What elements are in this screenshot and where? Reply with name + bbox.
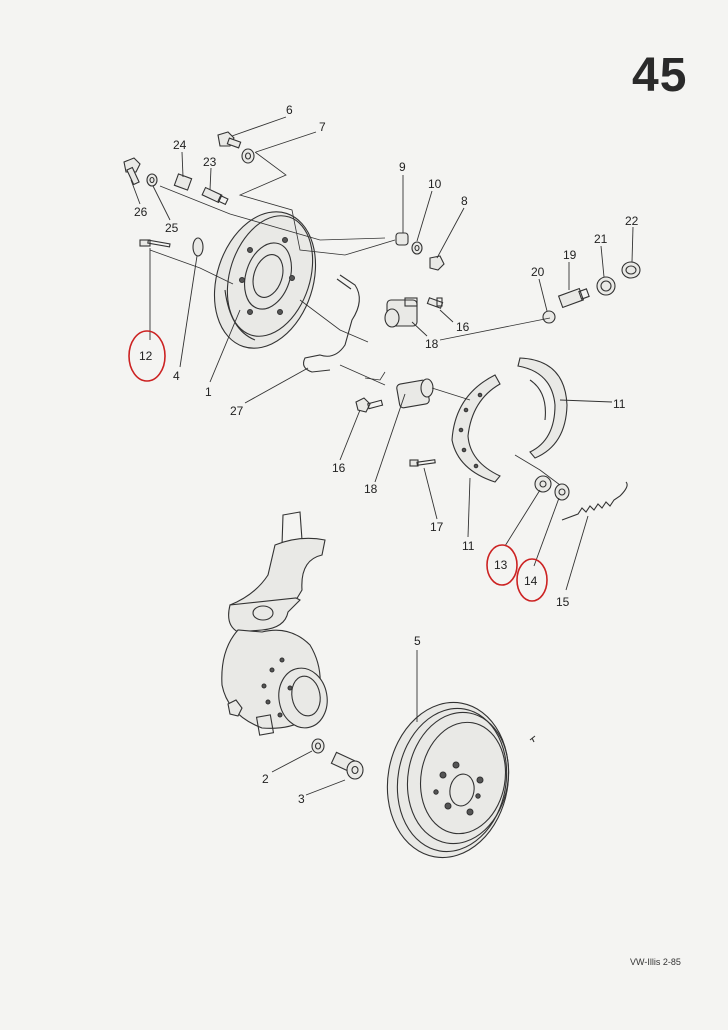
backing-plate (213, 211, 317, 349)
highlight-ring-13 (486, 544, 518, 586)
callout-16-lower: 16 (332, 461, 346, 475)
brake-drum-5 (386, 701, 510, 859)
wheel-cylinder-18-upper (384, 297, 418, 328)
callout-6: 6 (286, 103, 293, 117)
bleeder-23 (201, 186, 229, 206)
callout-13: 13 (494, 558, 508, 572)
boot-21 (596, 276, 616, 296)
stray-mark (529, 735, 536, 743)
callout-15: 15 (556, 595, 570, 609)
bleeder-16-upper (426, 297, 444, 309)
brake-shoe-11-rear (517, 357, 568, 459)
callout-11-lower: 11 (462, 539, 475, 553)
spring-cup-13 (534, 475, 552, 493)
pin-12 (139, 239, 171, 248)
callout-21: 21 (594, 232, 608, 246)
callout-1: 1 (205, 385, 212, 399)
seal-4 (192, 237, 204, 257)
callout-3: 3 (298, 792, 305, 806)
callout-20: 20 (531, 265, 545, 279)
highlight-ring-12 (128, 330, 166, 382)
page-number: 45 (632, 49, 688, 102)
callout-12: 12 (139, 349, 153, 363)
wheel-cylinder-18-lower (396, 378, 434, 409)
spring-clip-22 (621, 261, 641, 279)
pin-17 (409, 459, 436, 467)
callout-7: 7 (319, 120, 326, 134)
callout-5: 5 (414, 634, 421, 648)
brake-line-27 (303, 274, 360, 373)
cap-9 (395, 232, 409, 246)
washer-2 (311, 738, 325, 754)
callout-4: 4 (173, 369, 180, 383)
washer-10 (411, 241, 423, 255)
callout-22: 22 (625, 214, 639, 228)
callout-27: 27 (230, 404, 244, 418)
highlight-rings (128, 330, 548, 602)
callout-9: 9 (399, 160, 406, 174)
callout-11-upper: 11 (613, 397, 626, 411)
callout-18-lower: 18 (364, 482, 378, 496)
brake-shoe-11-front (451, 374, 501, 483)
callout-25: 25 (165, 221, 179, 235)
bleeder-cap-8 (429, 255, 445, 271)
bleeder-16-lower (355, 397, 384, 413)
leader-lines (130, 116, 634, 796)
spring-cup-14 (554, 483, 570, 501)
callout-24: 24 (173, 138, 187, 152)
callout-8: 8 (461, 194, 468, 208)
callout-18-upper: 18 (425, 337, 439, 351)
callout-26: 26 (134, 205, 148, 219)
illustration-reference: VW-Illis 2-85 (630, 957, 681, 967)
callout-10: 10 (428, 177, 442, 191)
callout-16-upper: 16 (456, 320, 470, 334)
bolt-3 (330, 751, 364, 780)
callout-2: 2 (262, 772, 269, 786)
washer-25 (146, 173, 158, 187)
bolt-6 (217, 131, 242, 149)
callout-labels: 6 7 24 23 9 10 8 22 21 19 20 26 25 12 4 … (134, 103, 639, 806)
nut-24 (173, 173, 193, 191)
piston-19 (557, 287, 590, 309)
callout-17: 17 (430, 520, 444, 534)
callout-23: 23 (203, 155, 217, 169)
callout-14: 14 (524, 574, 538, 588)
callout-19: 19 (563, 248, 577, 262)
steering-knuckle (221, 511, 328, 736)
return-spring-15 (561, 481, 628, 521)
highlight-ring-14 (516, 558, 548, 602)
washer-7 (241, 148, 255, 164)
seal-20 (542, 310, 556, 324)
bolt-26 (123, 157, 141, 186)
assembly-lines (149, 151, 561, 486)
